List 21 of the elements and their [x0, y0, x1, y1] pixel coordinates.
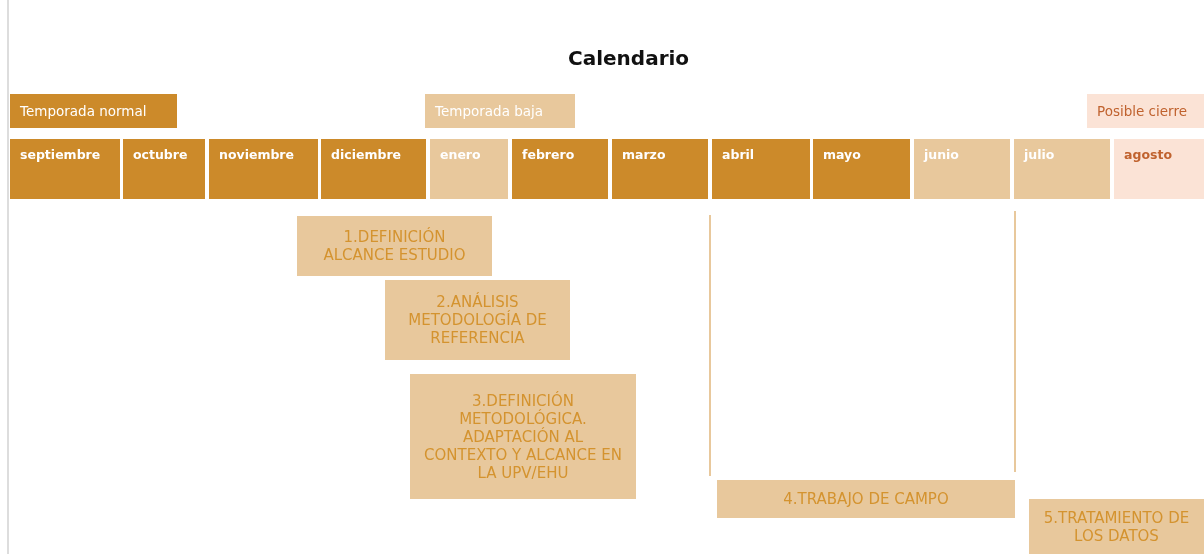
month-cell: octubre [123, 139, 205, 199]
month-cell: mayo [813, 139, 910, 199]
month-cell: noviembre [209, 139, 318, 199]
season-label: Temporada normal [10, 94, 177, 128]
month-cell: enero [430, 139, 508, 199]
task-bar: 5.TRATAMIENTO DE LOS DATOS [1029, 499, 1204, 554]
month-cell: septiembre [10, 139, 120, 199]
month-cell: abril [712, 139, 810, 199]
diagram-title: Calendario [568, 46, 690, 70]
month-cell: diciembre [321, 139, 426, 199]
task-bar: 3.DEFINICIÓN METODOLÓGICA. ADAPTACIÓN AL CONTEXTO Y ALCANCE EN LA UPV/EHU [410, 374, 636, 499]
task-bar: 4.TRABAJO DE CAMPO [717, 480, 1015, 518]
month-cell: julio [1014, 139, 1110, 199]
task-bar: 2.ANÁLISIS METODOLOGÍA DE REFERENCIA [385, 280, 570, 360]
season-label: Posible cierre [1087, 94, 1204, 128]
month-cell: agosto [1114, 139, 1204, 199]
season-label: Temporada baja [425, 94, 575, 128]
month-cell: marzo [612, 139, 708, 199]
month-cell: febrero [512, 139, 608, 199]
month-cell: junio [914, 139, 1010, 199]
task-bar: 1.DEFINICIÓN ALCANCE ESTUDIO [297, 216, 492, 276]
